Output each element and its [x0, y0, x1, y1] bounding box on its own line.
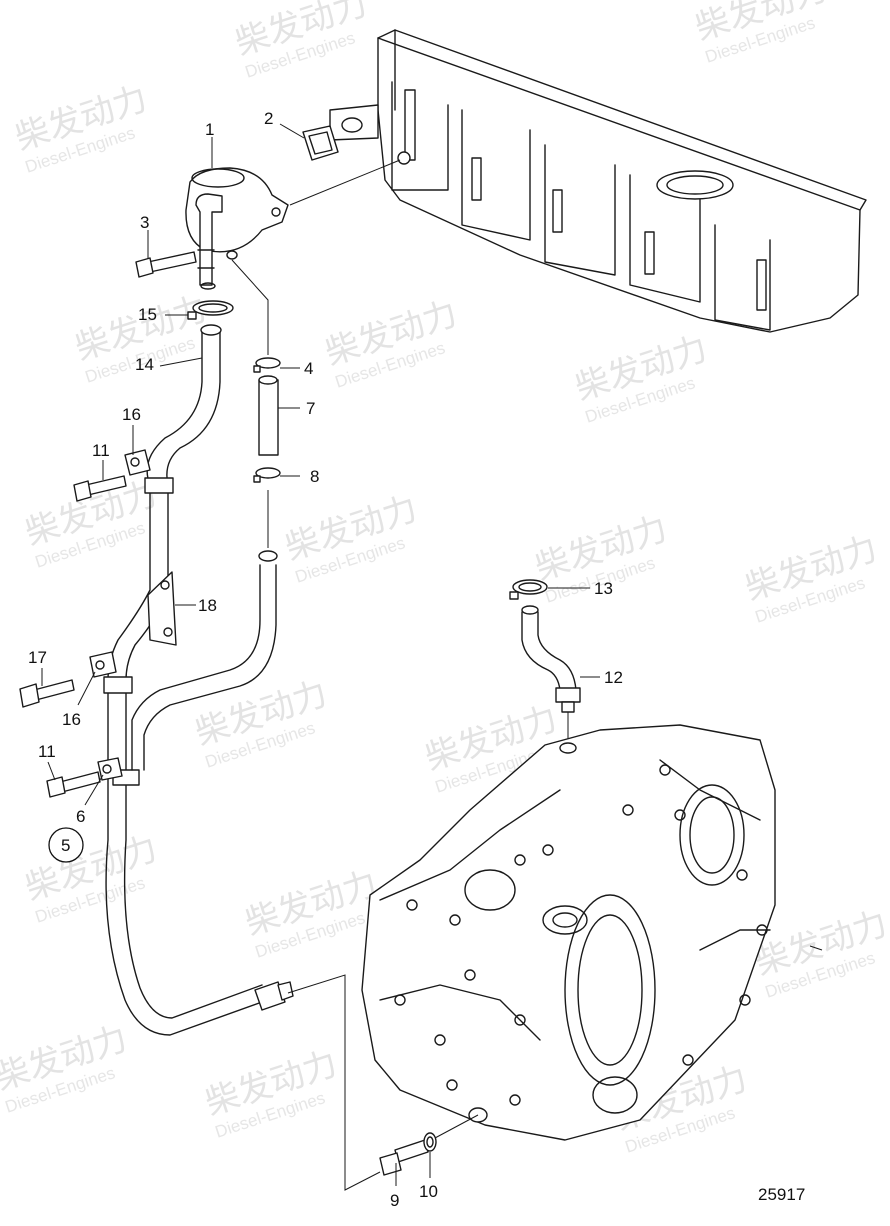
breather-pipe-part-14	[103, 324, 294, 1036]
callout-8: 8	[310, 467, 319, 486]
callout-labels: 1 2 3 4 5 6 7 8 9 10 11 11 12 13 14 15 1…	[28, 109, 623, 1210]
fitting-part-9	[379, 1139, 429, 1176]
callout-17: 17	[28, 648, 47, 667]
watermark-tile: 柴发动力 Diesel-Engines	[750, 903, 890, 1001]
watermark-tile: 柴发动力 Diesel-Engines	[280, 488, 422, 586]
watermark-tile: 柴发动力 Diesel-Engines	[10, 78, 152, 176]
watermark-tile: 柴发动力 Diesel-Engines	[740, 528, 882, 626]
bolt-part-11	[73, 475, 127, 502]
callout-14: 14	[135, 355, 154, 374]
bracket-part-16	[89, 651, 117, 678]
callout-5-circle	[48, 827, 84, 863]
callout-10: 10	[419, 1182, 438, 1201]
callout-leaders	[41, 123, 823, 1186]
watermark-tile: 柴发动力 Diesel-Engines	[200, 1043, 342, 1141]
callout-3: 3	[140, 213, 149, 232]
pipe-part-12	[521, 605, 581, 713]
callout-7: 7	[306, 399, 315, 418]
watermark-tile: 柴发动力 Diesel-Engines	[230, 0, 372, 82]
callout-4: 4	[304, 359, 313, 378]
callout-15: 15	[138, 305, 157, 324]
hose-clamp-part-15	[187, 300, 234, 320]
valve-cover	[329, 29, 867, 333]
bracket-part-16	[124, 449, 151, 476]
callout-11-lower: 11	[38, 742, 56, 761]
hose-clamp-part-13	[509, 579, 548, 600]
bolt-holes	[394, 764, 768, 1106]
watermark-tile: 柴发动力 Diesel-Engines	[20, 828, 162, 926]
callout-12: 12	[604, 668, 623, 687]
flywheel-housing	[361, 724, 776, 1141]
callout-5: 5	[61, 836, 70, 855]
gasket-part-2	[302, 125, 339, 161]
watermark-tile: 柴发动力 Diesel-Engines	[320, 293, 462, 391]
hose-clamp-part-4	[253, 357, 281, 373]
callout-13: 13	[594, 579, 613, 598]
bracket-part-18	[147, 571, 177, 646]
callout-1: 1	[205, 120, 214, 139]
callout-6: 6	[76, 807, 85, 826]
hose-part-7	[258, 375, 279, 456]
watermark-tile: 柴发动力 Diesel-Engines	[0, 1018, 132, 1116]
bracket-part-6	[97, 757, 123, 781]
drain-pipe	[131, 550, 278, 771]
callout-11-upper: 11	[92, 441, 110, 460]
watermark-tile: 柴发动力 Diesel-Engines	[190, 673, 332, 771]
bolt-part-3	[135, 251, 197, 278]
watermark-tile: 柴发动力 Diesel-Engines	[690, 0, 832, 67]
bolt-part-11	[46, 771, 101, 798]
watermark-tile: 柴发动力 Diesel-Engines	[570, 328, 712, 426]
callout-16-upper: 16	[122, 405, 141, 424]
oil-separator-part-1	[185, 167, 289, 290]
callout-9: 9	[390, 1191, 399, 1210]
drawing-number: 25917	[758, 1185, 805, 1204]
callout-2: 2	[264, 109, 273, 128]
washer-part-10	[423, 1132, 437, 1152]
callout-18: 18	[198, 596, 217, 615]
callout-16-lower: 16	[62, 710, 81, 729]
bolt-part-17	[19, 679, 75, 708]
hose-clamp-part-8	[253, 467, 281, 483]
